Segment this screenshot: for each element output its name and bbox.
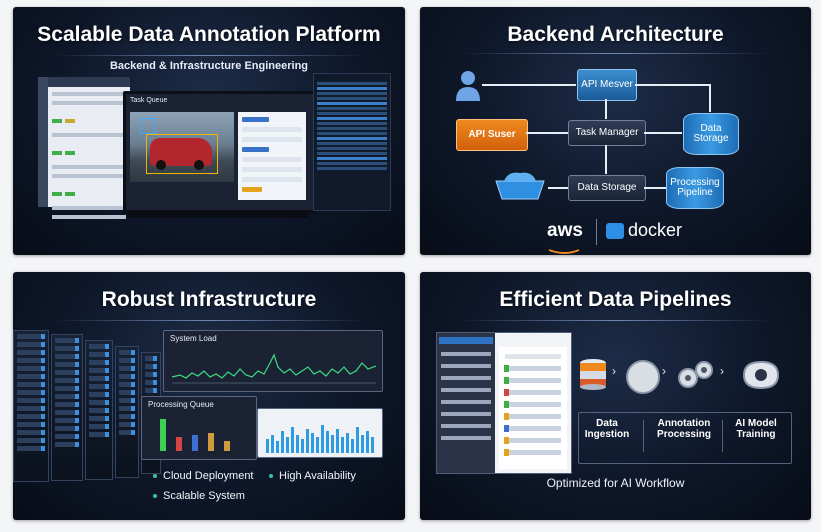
throughput-chart bbox=[266, 425, 374, 453]
connector-arrow bbox=[605, 99, 607, 119]
docker-logo: docker bbox=[628, 220, 683, 240]
monitor-stand bbox=[127, 210, 309, 218]
server-rack bbox=[313, 73, 391, 211]
list-row bbox=[52, 215, 126, 219]
processing-queue-label: Processing Queue bbox=[148, 400, 214, 409]
feature-item: High Availability bbox=[269, 470, 356, 482]
wheel bbox=[156, 160, 166, 170]
data-storage-node: Data Storage bbox=[568, 175, 646, 201]
system-load-chart bbox=[172, 353, 376, 384]
stages-box bbox=[578, 412, 792, 464]
connector-arrow bbox=[605, 145, 607, 174]
bounding-box bbox=[140, 118, 156, 134]
server-rack bbox=[13, 330, 49, 482]
api-server-left-node: API Suser bbox=[456, 119, 528, 151]
title-divider bbox=[53, 320, 365, 321]
app-content bbox=[499, 347, 567, 469]
wheel bbox=[194, 160, 204, 170]
queue-bar bbox=[192, 435, 198, 451]
panel-title: Robust Infrastructure bbox=[101, 288, 317, 311]
list-row bbox=[52, 142, 126, 160]
panel-subtitle: Backend & Infrastructure Engineering bbox=[109, 60, 309, 72]
queue-bar bbox=[224, 441, 230, 451]
flow-arrow-icon: › bbox=[720, 364, 724, 378]
window-header bbox=[48, 77, 130, 87]
annotation-monitor: Task Queue bbox=[123, 91, 317, 213]
stage-divider bbox=[643, 420, 644, 452]
connector-arrow bbox=[526, 132, 568, 134]
panel-annotation-platform: Scalable Data Annotation Platform Backen… bbox=[13, 7, 405, 255]
list-row bbox=[52, 92, 126, 96]
queue-bar bbox=[176, 437, 182, 451]
annotation-form bbox=[238, 112, 306, 200]
cloud-icon bbox=[492, 171, 548, 201]
bounding-box bbox=[146, 134, 218, 174]
connector-arrow bbox=[635, 84, 709, 86]
list-row bbox=[52, 165, 126, 169]
server-rack bbox=[51, 334, 83, 481]
connector-arrow bbox=[482, 84, 576, 86]
pipeline-footer: Optimized for AI Workflow bbox=[546, 476, 685, 490]
aws-logo: aws bbox=[547, 220, 583, 241]
processing-queue-window: Processing Queue bbox=[141, 396, 257, 460]
annotation-list-window bbox=[38, 77, 130, 219]
connector-arrow bbox=[709, 84, 711, 112]
list-row bbox=[52, 133, 126, 137]
system-load-window: System Load bbox=[163, 330, 383, 392]
pipeline-app-window bbox=[436, 332, 572, 474]
list-row bbox=[52, 174, 126, 178]
list-row bbox=[52, 110, 126, 128]
stage-divider bbox=[722, 420, 723, 452]
ai-model-icon bbox=[738, 358, 784, 392]
server-rack bbox=[115, 346, 139, 478]
title-divider bbox=[53, 55, 365, 56]
feature-item: Scalable System bbox=[153, 490, 245, 502]
connector-arrow bbox=[644, 187, 666, 189]
annotation-icon bbox=[626, 360, 660, 394]
queue-bar bbox=[160, 419, 166, 451]
throughput-window bbox=[257, 408, 383, 458]
logo-divider bbox=[596, 219, 597, 245]
task-manager-node: Task Manager bbox=[568, 120, 646, 146]
connector-arrow bbox=[644, 132, 682, 134]
title-divider bbox=[460, 320, 771, 321]
app-sidebar bbox=[437, 333, 495, 473]
panel-robust-infrastructure: Robust Infrastructure System Load Proces… bbox=[13, 272, 405, 520]
connector-arrow bbox=[548, 187, 568, 189]
list-row bbox=[52, 206, 126, 210]
stage-ai-model-training: AI Model Training bbox=[735, 418, 777, 440]
stage-annotation-processing: Annotation Processing bbox=[657, 418, 711, 440]
annotation-image bbox=[130, 112, 234, 182]
gear-icon bbox=[676, 358, 716, 392]
flow-arrow-icon: › bbox=[662, 364, 666, 378]
api-server-node: API Mesver bbox=[577, 69, 637, 101]
stage-data-ingestion: Data Ingestion bbox=[584, 418, 630, 440]
panel-title: Backend Architecture bbox=[507, 23, 724, 46]
queue-bar bbox=[208, 433, 214, 451]
docker-icon bbox=[606, 223, 624, 239]
bullet-dot bbox=[153, 474, 157, 479]
server-rack bbox=[85, 340, 113, 480]
title-divider bbox=[460, 53, 771, 54]
panel-data-pipelines: Efficient Data Pipelines › › › Data Inge… bbox=[420, 272, 811, 520]
feature-item: Cloud Deployment bbox=[153, 470, 254, 482]
panel-backend-architecture: Backend Architecture API Mesver API Suse… bbox=[420, 7, 811, 255]
system-load-label: System Load bbox=[170, 334, 217, 343]
data-storage-database: Data Storage bbox=[683, 113, 739, 155]
panel-title: Efficient Data Pipelines bbox=[499, 288, 732, 311]
task-queue-label: Task Queue bbox=[130, 97, 168, 104]
processing-pipeline-node: Processing Pipeline bbox=[666, 167, 724, 209]
panel-title: Scalable Data Annotation Platform bbox=[37, 23, 381, 46]
bullet-dot bbox=[269, 474, 273, 479]
flow-arrow-icon: › bbox=[612, 364, 616, 378]
bullet-dot bbox=[153, 494, 157, 499]
user-icon bbox=[454, 69, 482, 101]
database-icon bbox=[578, 358, 608, 390]
list-row bbox=[52, 101, 126, 105]
aws-smile bbox=[548, 242, 582, 254]
list-row bbox=[52, 183, 126, 201]
